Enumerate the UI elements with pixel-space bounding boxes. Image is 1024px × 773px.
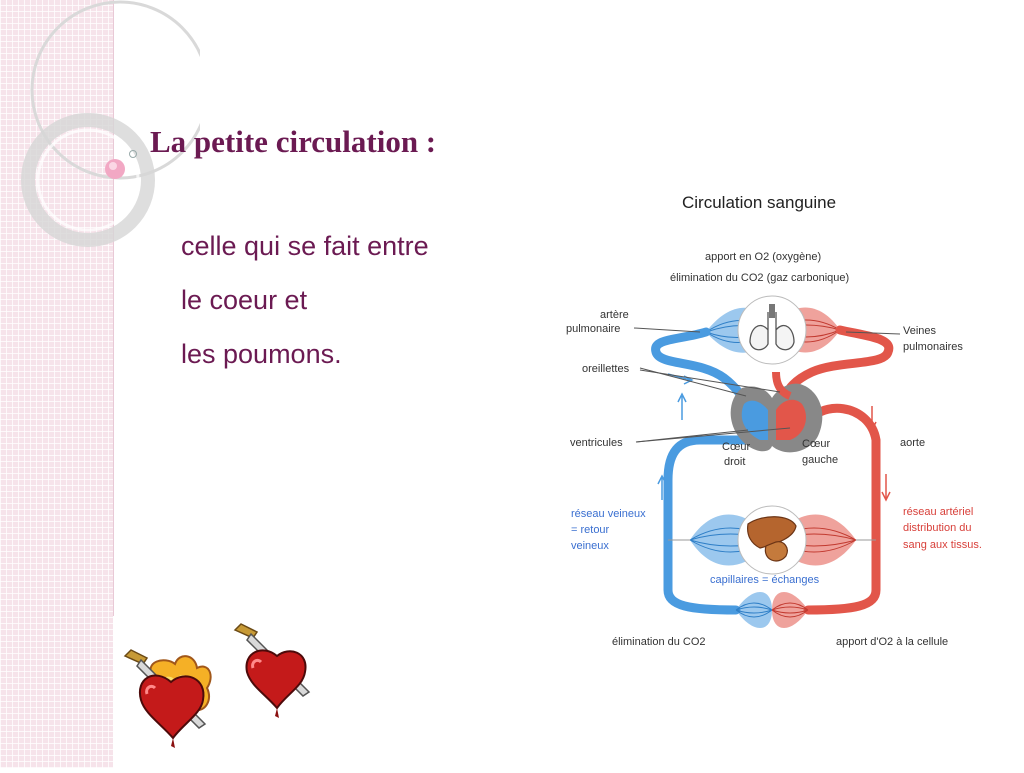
decorative-sidebar	[0, 0, 114, 768]
body-line-3: les poumons.	[181, 339, 342, 369]
body-line-1: celle qui se fait entre	[181, 231, 429, 261]
label-bottom-left: élimination du CO2	[612, 636, 706, 648]
lungs-icon	[749, 304, 795, 351]
label-reseau-arteriel-1: réseau artériel	[903, 506, 973, 518]
heart-diagram	[730, 371, 823, 453]
label-coeur-gauche-1: Cœur	[802, 438, 830, 450]
label-veines-1: Veines	[903, 325, 937, 337]
slide-title: La petite circulation :	[150, 124, 437, 159]
heart-dagger-icon	[233, 623, 311, 718]
label-artere-2: pulmonaire	[566, 323, 620, 335]
diagram-title: Circulation sanguine	[682, 193, 836, 212]
heart-dagger-icon	[123, 649, 212, 748]
label-bottom-right: apport d'O2 à la cellule	[836, 636, 948, 648]
bottom-capillaries	[735, 592, 809, 628]
diagram-top-line2: élimination du CO2 (gaz carbonique)	[670, 272, 849, 284]
label-aorte: aorte	[900, 437, 925, 449]
label-reseau-arteriel-3: sang aux tissus.	[903, 539, 982, 551]
diagram-top-line1: apport en O2 (oxygène)	[705, 251, 821, 263]
label-veines-2: pulmonaires	[903, 341, 963, 353]
label-reseau-veineux-3: veineux	[571, 540, 609, 552]
hearts-image	[113, 616, 328, 768]
circulation-diagram: Circulation sanguine apport en O2 (oxygè…	[566, 193, 982, 648]
label-coeur-gauche-2: gauche	[802, 454, 838, 466]
label-coeur-droit-2: droit	[724, 456, 745, 468]
label-capillaires: capillaires = échanges	[710, 574, 820, 586]
body-line-2: le coeur et	[181, 285, 308, 315]
liver-icon	[747, 516, 797, 562]
label-reseau-arteriel-2: distribution du	[903, 522, 972, 534]
label-reseau-veineux-2: = retour	[571, 524, 610, 536]
label-reseau-veineux-1: réseau veineux	[571, 508, 646, 520]
label-artere-1: artère	[600, 309, 629, 321]
label-coeur-droit-1: Cœur	[722, 441, 750, 453]
label-ventricules: ventricules	[570, 437, 623, 449]
label-oreillettes: oreillettes	[582, 363, 630, 375]
